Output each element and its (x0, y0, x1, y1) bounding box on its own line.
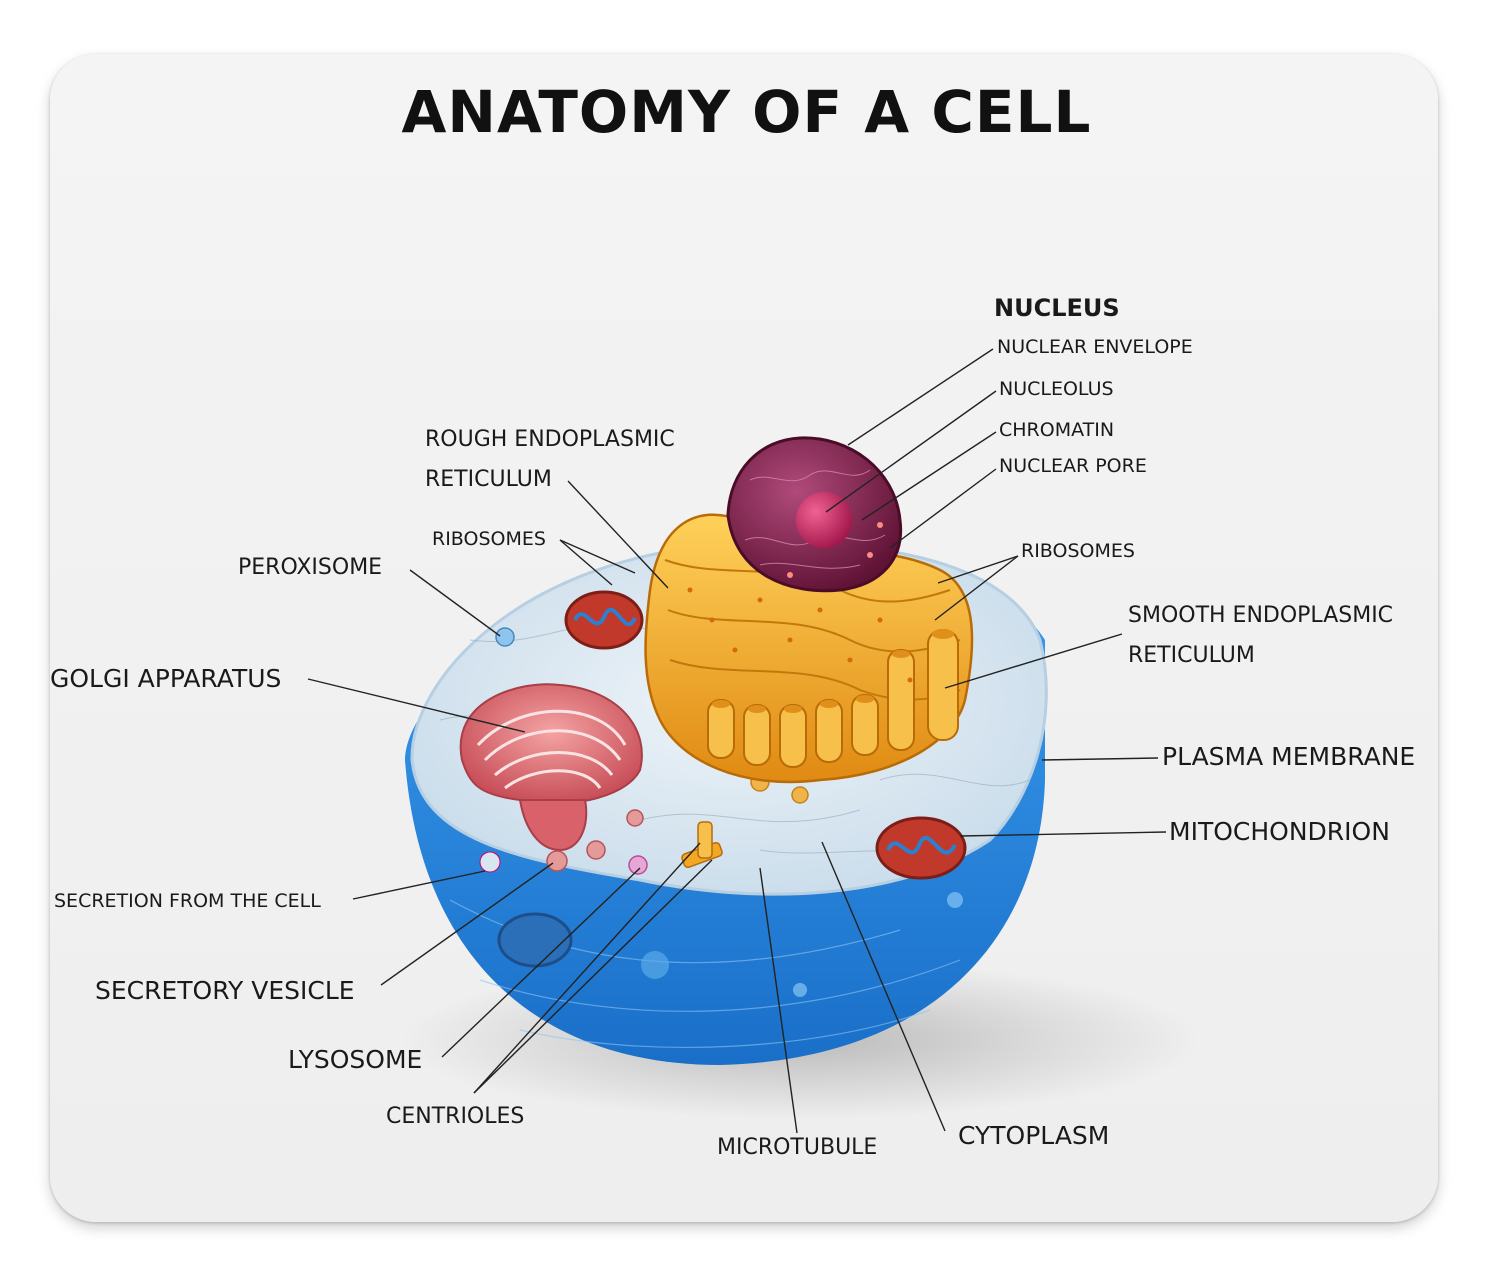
label-smooth-er-line2: RETICULUM (1128, 643, 1255, 668)
surface-mitochondrion-right (875, 816, 967, 880)
label-rough-er-line1: ROUGH ENDOPLASMIC (425, 427, 675, 452)
label-lysosome: LYSOSOME (288, 1045, 423, 1074)
label-ribosomes-right: RIBOSOMES (1021, 540, 1135, 562)
label-mitochondrion: MITOCHONDRION (1169, 817, 1390, 846)
label-ribosomes-left: RIBOSOMES (432, 528, 546, 550)
label-cytoplasm: CYTOPLASM (958, 1121, 1110, 1150)
label-secretion-from-cell: SECRETION FROM THE CELL (54, 890, 321, 912)
label-smooth-er-line1: SMOOTH ENDOPLASMIC (1128, 603, 1394, 628)
diagram-title: ANATOMY OF A CELL (401, 78, 1092, 146)
nucleus (726, 436, 903, 593)
label-centrioles: CENTRIOLES (386, 1104, 525, 1129)
label-rough-er-line2: RETICULUM (425, 467, 552, 492)
label-secretory-vesicle: SECRETORY VESICLE (95, 976, 355, 1005)
label-nucleolus: NUCLEOLUS (999, 378, 1114, 400)
label-microtubule: MICROTUBULE (717, 1135, 878, 1160)
label-nuclear-pore: NUCLEAR PORE (999, 455, 1147, 477)
surface-mitochondrion-top (564, 590, 644, 650)
label-nuclear-envelope: NUCLEAR ENVELOPE (997, 336, 1193, 358)
nucleolus (796, 492, 852, 548)
inner-mitochondrion (497, 912, 573, 968)
label-plasma-membrane: PLASMA MEMBRANE (1162, 742, 1416, 771)
label-peroxisome: PEROXISOME (238, 555, 383, 580)
label-nucleus: NUCLEUS (994, 294, 1120, 322)
golgi-apparatus (459, 683, 643, 852)
label-golgi-apparatus: GOLGI APPARATUS (50, 664, 282, 693)
label-chromatin: CHROMATIN (999, 419, 1115, 441)
peroxisome (495, 627, 515, 647)
leader-lines (307, 348, 1167, 1134)
endoplasmic-reticulum (644, 513, 974, 784)
